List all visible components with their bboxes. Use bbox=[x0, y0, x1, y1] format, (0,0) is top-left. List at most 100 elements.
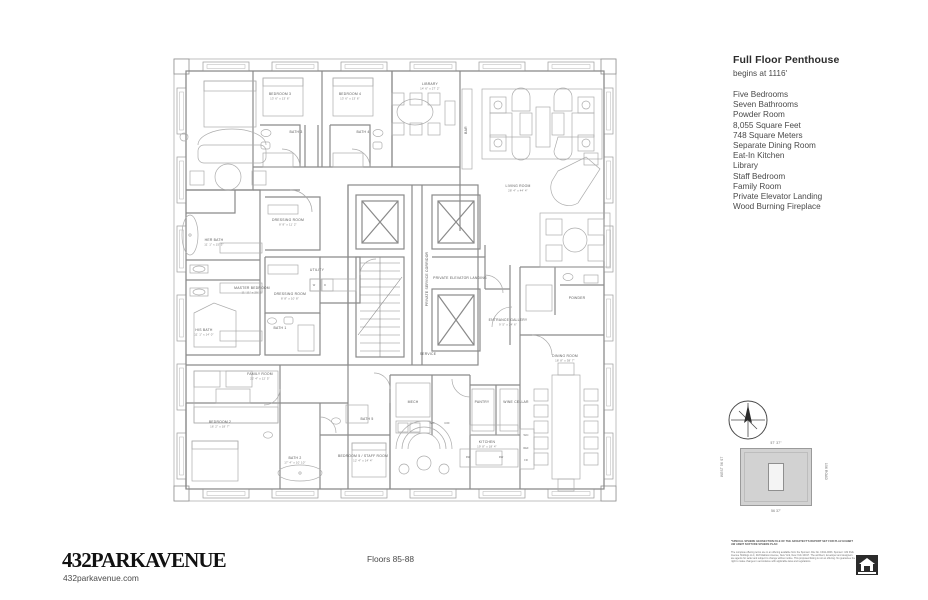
room-dimensions: 12' 4" x 14' 4" bbox=[353, 458, 373, 462]
room-label-bedroom-2: BEDROOM 216' 2" x 18' 7" bbox=[209, 420, 231, 428]
key-plan-bottom-dimension: 56 37' bbox=[771, 509, 781, 513]
room-label-bath-3: BATH 3 bbox=[290, 130, 303, 134]
room-label-bath-1: BATH 1 bbox=[274, 326, 287, 330]
feature-item: Staff Bedroom bbox=[733, 171, 786, 181]
specification-panel: Full Floor Penthouse begins at 1116' Fiv… bbox=[733, 54, 923, 212]
penthouse-title: Full Floor Penthouse bbox=[733, 54, 840, 66]
interior-walls bbox=[185, 70, 605, 490]
room-dimensions: 11' 11" x 29' 5" bbox=[241, 290, 262, 294]
room-dimensions: 22' 4" x 12' 5" bbox=[250, 376, 270, 380]
key-plan: 57' 37" WEST 56 ST 106 ROAD 56 37' bbox=[720, 441, 830, 513]
room-label-service: SERVICE bbox=[420, 352, 437, 356]
room-dimensions: 18' 8" x 38' 7" bbox=[555, 358, 575, 362]
room-name: UTILITY bbox=[310, 268, 325, 272]
room-dimensions: 13' 6" x 13' 6" bbox=[340, 96, 360, 100]
room-dimensions: 19' 8" x 18' 4" bbox=[477, 444, 497, 448]
room-dimensions: 11' 1" x 14' 0" bbox=[194, 332, 214, 336]
room-name: BAR bbox=[464, 126, 468, 134]
room-name: HIS BATH bbox=[195, 328, 212, 332]
room-name: DRESSING ROOM bbox=[272, 218, 304, 222]
room-dimensions: 17' 4" x 10' 10" bbox=[284, 460, 305, 464]
room-label-bath-4: BATH 4 bbox=[357, 130, 370, 134]
room-name: PANTRY bbox=[475, 400, 490, 404]
room-dimensions: 14' 6" x 27' 2" bbox=[420, 86, 440, 90]
room-dimensions: 8' 8" x 11' 2" bbox=[279, 222, 297, 226]
floors-label: Floors 85-88 bbox=[367, 554, 415, 564]
feature-item: Library bbox=[733, 161, 759, 171]
key-plan-left-dimension: WEST 56 ST bbox=[720, 456, 724, 477]
room-name: DINING ROOM bbox=[552, 354, 578, 358]
room-dimensions: 13' 6" x 13' 6" bbox=[270, 96, 290, 100]
furniture-fixtures bbox=[179, 77, 611, 492]
room-label-bath-2: BATH 217' 4" x 10' 10" bbox=[284, 456, 305, 464]
feature-item: Private Elevator Landing bbox=[733, 192, 823, 202]
room-dimensions: 28' 4" x 44' 4" bbox=[508, 188, 528, 192]
room-label-wine-cellar: WINE CELLAR bbox=[503, 400, 529, 404]
room-name: BATH 2 bbox=[289, 456, 302, 460]
room-name: DRESSING ROOM bbox=[274, 292, 306, 296]
feature-item: Eat-In Kitchen bbox=[733, 151, 785, 161]
feature-item: Wood Burning Fireplace bbox=[733, 202, 821, 212]
room-name: BEDROOM 5 / STAFF ROOM bbox=[338, 454, 388, 458]
room-name: BEDROOM 2 bbox=[209, 420, 231, 424]
room-label-private-service-corridor: PRIVATE SERVICE CORRIDOR bbox=[425, 251, 429, 306]
feature-item: Family Room bbox=[733, 181, 782, 191]
appliance-label-dishwasher-left: DW bbox=[466, 455, 471, 459]
room-dimensions: 11' 1" x 15' 5" bbox=[204, 242, 224, 246]
north-compass-icon bbox=[727, 399, 769, 441]
room-label-bar: BAR bbox=[464, 126, 468, 134]
room-label-bath-5: BATH 5 bbox=[361, 417, 374, 421]
room-name: PRIVATE ELEVATOR LANDING bbox=[433, 276, 487, 280]
appliance-label-dishwasher-right: DW bbox=[499, 455, 504, 459]
room-name: MECH bbox=[408, 400, 419, 404]
appliance-label-warming-cabinet: W/C bbox=[429, 421, 434, 425]
appliance-label-dryer: D bbox=[324, 283, 326, 287]
brand-website-url[interactable]: 432parkavenue.com bbox=[63, 573, 139, 583]
room-name: BEDROOM 4 bbox=[339, 92, 361, 96]
brand-logo: 432PARKAVENUE bbox=[62, 548, 227, 572]
room-name: WINE CELLAR bbox=[503, 400, 529, 404]
room-name: HER BATH bbox=[205, 238, 224, 242]
room-name: ENTRANCE GALLERY bbox=[489, 318, 528, 322]
room-label-private-elevator-landing: PRIVATE ELEVATOR LANDING bbox=[433, 276, 487, 280]
room-name: LIBRARY bbox=[422, 82, 439, 86]
room-name: SERVICE bbox=[420, 352, 437, 356]
key-plan-inner-outline bbox=[744, 452, 808, 502]
door-swings bbox=[263, 148, 553, 434]
room-label-pantry: PANTRY bbox=[475, 400, 490, 404]
disclaimer-body: The complete offering terms are in an of… bbox=[731, 550, 856, 564]
room-name: BATH 1 bbox=[274, 326, 287, 330]
feature-item: 748 Square Meters bbox=[733, 130, 803, 140]
feature-item: 8,055 Square Feet bbox=[733, 120, 801, 130]
room-label-mech: MECH bbox=[408, 400, 419, 404]
room-label-powder: POWDER bbox=[569, 296, 586, 300]
key-plan-right-dimension: 106 ROAD bbox=[824, 463, 828, 481]
feature-item: Seven Bathrooms bbox=[733, 100, 799, 110]
room-dimensions: 9' 5" x 24' 6" bbox=[499, 322, 517, 326]
room-name: BEDROOM 3 bbox=[269, 92, 291, 96]
key-plan-building-footprint bbox=[768, 463, 784, 491]
room-dimensions: 16' 2" x 18' 7" bbox=[210, 424, 230, 428]
equal-housing-opportunity-icon bbox=[856, 555, 878, 575]
room-name: BATH 3 bbox=[290, 130, 303, 134]
room-label-utility: UTILITY bbox=[310, 268, 325, 272]
room-name: MASTER BEDROOM bbox=[234, 286, 270, 290]
feature-item: Powder Room bbox=[733, 110, 785, 120]
room-name: BATH 4 bbox=[357, 130, 370, 134]
appliance-label-refrigerator: REF bbox=[523, 446, 529, 450]
room-dimensions: 8' 8" x 10' 8" bbox=[281, 296, 299, 300]
room-label-bedroom-3: BEDROOM 313' 6" x 13' 6" bbox=[269, 92, 291, 100]
